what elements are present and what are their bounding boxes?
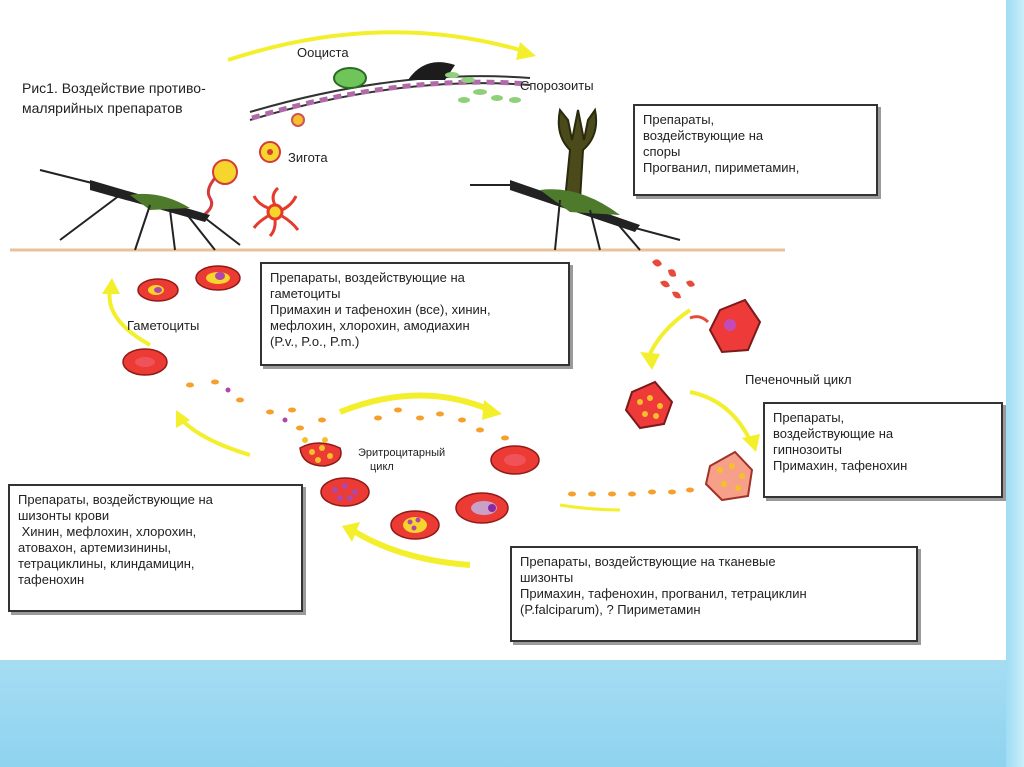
box-gametocytes-line5: (P.v., P.o., P.m.) — [270, 334, 360, 349]
mosquito-right — [470, 180, 681, 251]
box-hypnozoites-line3: гипнозоиты — [773, 442, 842, 457]
salivary-gland — [557, 107, 598, 201]
box-hypnozoites-line4: Примахин, тафенохин — [773, 458, 908, 473]
merozoites-left — [186, 379, 326, 431]
oocyst — [333, 67, 367, 89]
arrow-liver-to-blood — [559, 503, 621, 512]
erythro-arrow-top — [338, 392, 492, 415]
box-gametocytes-line4: мефлохин, хлорохин, амодиахин — [270, 318, 470, 333]
box-tissue-schizonts-line2: шизонты — [520, 570, 574, 585]
erythro-arrow-bottom — [350, 527, 471, 568]
label-gametocytes: Гаметоциты — [127, 318, 200, 333]
label-zygote: Зигота — [288, 150, 328, 165]
rupturing-schizont — [704, 450, 754, 502]
box-gametocytes-line2: гаметоциты — [270, 286, 341, 301]
sporozoites-blood — [652, 259, 695, 299]
arrow-to-gametocytes — [107, 289, 151, 347]
box-tissue-schizonts-drugs: Препараты, воздействующие на тканевые ши… — [510, 546, 918, 642]
box-spores-line3: споры — [643, 144, 681, 159]
box-blood-schizonts-line6: тафенохин — [18, 572, 85, 587]
box-gametocytes-line3: Примахин и тафенохин (все), хинин, — [270, 302, 491, 317]
merozoite-trail — [568, 487, 694, 497]
lifecycle-illustration — [10, 30, 785, 568]
box-gametocytes-line1: Препараты, воздействующие на — [270, 270, 465, 285]
label-liver-cycle: Печеночный цикл — [745, 372, 852, 387]
trophozoite-rbc — [390, 510, 440, 540]
arrow-to-liver-schizont — [646, 308, 692, 359]
box-hypnozoites-line2: воздействующие на — [773, 426, 894, 441]
box-tissue-schizonts-line4: (P.falciparum), ? Пириметамин — [520, 602, 701, 617]
box-spores-line4: Прогванил, пириметамин, — [643, 160, 800, 175]
box-spores-line2: воздействующие на — [643, 128, 764, 143]
box-hypnozoites-drugs: Препараты, воздействующие на гипнозоиты … — [763, 402, 1003, 498]
slide-frame — [1006, 0, 1024, 767]
box-spores-line1: Препараты, — [643, 112, 715, 127]
box-blood-schizonts-line3: Хинин, мефлохин, хлорохин, — [18, 524, 197, 539]
ruptured-rbc — [299, 437, 342, 467]
arrow-to-rupture — [689, 390, 752, 441]
ring-rbc — [455, 492, 509, 524]
schizont-rbc — [320, 477, 370, 507]
arrow-left-mid — [178, 416, 251, 457]
box-tissue-schizonts-line1: Препараты, воздействующие на тканевые — [520, 554, 776, 569]
label-sporozoites: Спорозоиты — [520, 78, 594, 93]
merozoites-top — [374, 407, 509, 441]
top-arc-arrowhead — [516, 42, 536, 60]
box-blood-schizonts-line2: шизонты крови — [18, 508, 110, 523]
box-hypnozoites-line1: Препараты, — [773, 410, 845, 425]
mosquito-left — [39, 169, 241, 251]
gut-wall — [249, 75, 531, 121]
figure-title-line2: малярийных препаратов — [22, 100, 183, 116]
ruptured-oocyst — [408, 62, 455, 80]
figure-title: Рис1. Воздействие противо- малярийных пр… — [22, 78, 206, 118]
label-erythrocytic-cycle: Эритроцитарный цикл — [358, 446, 445, 474]
box-blood-schizonts-line1: Препараты, воздействующие на — [18, 492, 213, 507]
box-gametocytes-drugs: Препараты, воздействующие на гаметоциты … — [260, 262, 570, 366]
figure-title-line1: Рис1. Воздействие противо- — [22, 80, 206, 96]
ookinete — [291, 113, 305, 127]
label-erythrocytic-line2: цикл — [370, 461, 394, 473]
label-erythrocytic-line1: Эритроцитарный — [358, 447, 446, 459]
top-arc-arrow — [227, 30, 521, 62]
gamete — [212, 159, 238, 185]
box-spores-drugs: Препараты, воздействующие на споры Прогв… — [633, 104, 878, 196]
box-tissue-schizonts-line3: Примахин, тафенохин, прогванил, тетрацик… — [520, 586, 807, 601]
box-blood-schizonts-line5: тетрациклины, клиндамицин, — [18, 556, 195, 571]
liver-schizont — [624, 380, 674, 430]
microgamete-star — [252, 186, 300, 238]
box-blood-schizonts-line4: атовахон, артемизинины, — [18, 540, 172, 555]
label-oocyst: Ооциста — [297, 45, 349, 60]
box-blood-schizonts-drugs: Препараты, воздействующие на шизонты кро… — [8, 484, 303, 612]
sporozoite-dashes — [445, 72, 521, 103]
gametocyte-cells — [137, 265, 241, 302]
